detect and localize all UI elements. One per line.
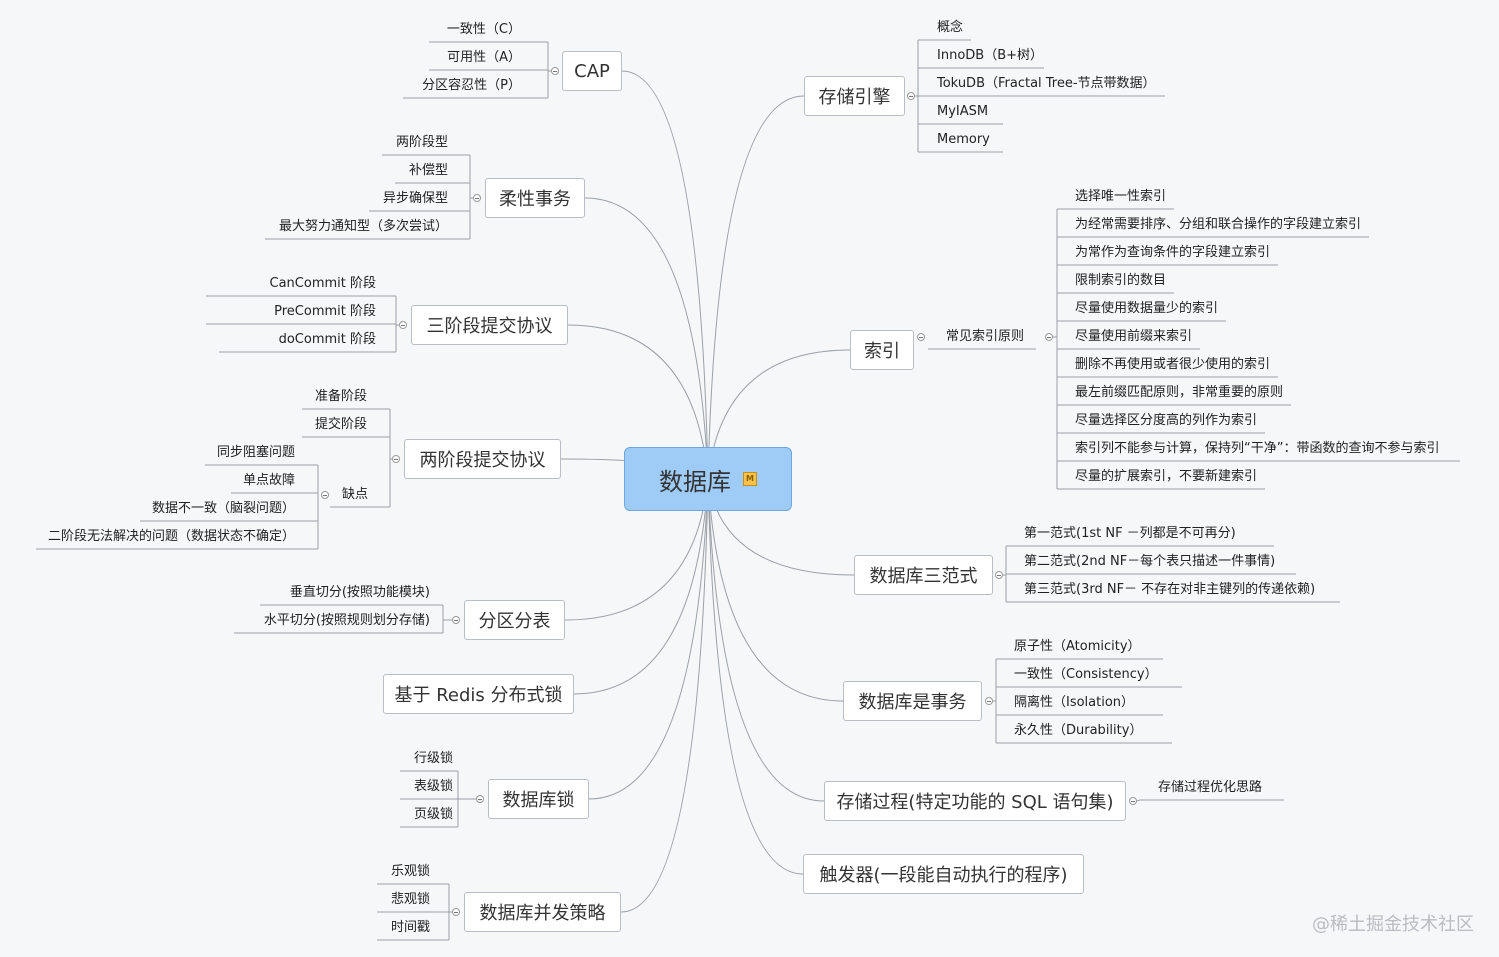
collapse-toggle-concurrency[interactable] (452, 908, 460, 916)
db-lock-item[interactable]: 行级锁 (413, 751, 453, 766)
topic-flex[interactable]: 柔性事务 (485, 178, 585, 218)
concurrency-item[interactable]: 悲观锁 (390, 892, 430, 907)
index-rule[interactable]: 为常作为查询条件的字段建立索引 (1075, 245, 1271, 260)
index-rule[interactable]: 尽量使用前缀来索引 (1075, 329, 1193, 344)
db-lock-item[interactable]: 页级锁 (413, 807, 453, 822)
cap-item[interactable]: 一致性（C） (446, 22, 521, 37)
topic-procedure[interactable]: 存储过程(特定功能的 SQL 语句集) (824, 781, 1126, 821)
storage-item[interactable]: TokuDB（Fractal Tree-节点带数据） (937, 76, 1156, 91)
topic-cap[interactable]: CAP (562, 51, 622, 91)
transaction-item[interactable]: 原子性（Atomicity） (1014, 639, 1141, 654)
branch-curve (707, 95, 805, 480)
watermark: @稀土掘金技术社区 (1312, 914, 1474, 935)
flex-item[interactable]: 异步确保型 (382, 191, 448, 206)
collapse-toggle-normal-forms[interactable] (995, 571, 1003, 579)
topic-transaction[interactable]: 数据库是事务 (843, 681, 982, 721)
branch-curve (707, 478, 825, 802)
topic-three-phase[interactable]: 三阶段提交协议 (411, 305, 568, 345)
index-rule[interactable]: 限制索引的数目 (1075, 273, 1167, 288)
index-rule[interactable]: 最左前缀匹配原则，非常重要的原则 (1075, 385, 1284, 400)
index-rule[interactable]: 为经常需要排序、分组和联合操作的字段建立索引 (1075, 217, 1362, 232)
index-rule[interactable]: 选择唯一性索引 (1075, 189, 1167, 204)
topic-normal-forms[interactable]: 数据库三范式 (854, 555, 993, 595)
collapse-toggle-storage[interactable] (907, 92, 915, 100)
three-phase-item[interactable]: CanCommit 阶段 (269, 276, 376, 291)
topic-concurrency[interactable]: 数据库并发策略 (464, 892, 621, 932)
index-sub-label[interactable]: 常见索引原则 (946, 329, 1025, 344)
topic-two-phase[interactable]: 两阶段提交协议 (404, 439, 561, 479)
branch-curve (707, 478, 844, 702)
collapse-toggle-two-phase[interactable] (392, 455, 400, 463)
storage-item[interactable]: 概念 (937, 20, 964, 35)
flex-item[interactable]: 最大努力通知型（多次尝试） (278, 219, 448, 234)
collapse-toggle-three-phase[interactable] (399, 321, 407, 329)
collapse-toggle-db-lock[interactable] (476, 795, 484, 803)
topic-trigger[interactable]: 触发器(一段能自动执行的程序) (803, 854, 1084, 894)
two-phase-item[interactable]: 准备阶段 (314, 389, 367, 404)
collapse-toggle-partition[interactable] (452, 616, 460, 624)
bracket-link (1136, 799, 1141, 802)
topic-index[interactable]: 索引 (850, 330, 914, 370)
collapse-toggle-flex[interactable] (473, 194, 481, 202)
branch-curve (567, 324, 709, 480)
defect-item[interactable]: 单点故障 (242, 473, 295, 488)
two-phase-item[interactable]: 提交阶段 (314, 417, 367, 432)
two-phase-sub-label[interactable]: 缺点 (341, 487, 368, 502)
storage-item[interactable]: InnoDB（B+树） (937, 48, 1044, 63)
normal-forms-item[interactable]: 第三范式(3rd NF－ 不存在对非主键列的传递依赖) (1024, 582, 1316, 597)
transaction-item[interactable]: 隔离性（Isolation） (1014, 695, 1135, 710)
index-rule[interactable]: 尽量的扩展索引，不要新建索引 (1075, 469, 1258, 484)
defect-item[interactable]: 同步阻塞问题 (216, 445, 295, 460)
flex-item[interactable]: 两阶段型 (395, 135, 448, 150)
branch-curve (588, 478, 709, 800)
topic-partition[interactable]: 分区分表 (464, 600, 565, 640)
collapse-toggle-cap[interactable] (551, 67, 559, 75)
procedure-item[interactable]: 存储过程优化思路 (1158, 780, 1263, 795)
index-rule[interactable]: 索引列不能参与计算，保持列“干净”：带函数的查询不参与索引 (1075, 441, 1440, 456)
partition-item[interactable]: 水平切分(按照规则划分存储) (263, 613, 430, 628)
collapse-toggle-defect[interactable] (321, 491, 329, 499)
collapse-toggle-transaction[interactable] (985, 697, 993, 705)
three-phase-item[interactable]: doCommit 阶段 (278, 332, 376, 347)
branch-curve (564, 478, 709, 621)
marker-icon: M (743, 472, 757, 486)
branch-curve (621, 70, 709, 480)
concurrency-item[interactable]: 时间戳 (390, 920, 430, 935)
transaction-item[interactable]: 一致性（Consistency） (1014, 667, 1158, 682)
collapse-toggle-procedure[interactable] (1129, 797, 1137, 805)
concurrency-item[interactable]: 乐观锁 (390, 864, 430, 879)
topic-redis[interactable]: 基于 Redis 分布式锁 (383, 674, 574, 714)
defect-item[interactable]: 二阶段无法解决的问题（数据状态不确定） (47, 529, 295, 544)
index-rule[interactable]: 尽量使用数据量少的索引 (1075, 301, 1219, 316)
branch-curve (573, 478, 709, 695)
cap-item[interactable]: 可用性（A） (447, 50, 521, 65)
storage-item[interactable]: Memory (937, 132, 990, 147)
branch-curve (584, 197, 709, 480)
index-rule[interactable]: 尽量选择区分度高的列作为索引 (1075, 413, 1258, 428)
branch-curve (620, 478, 709, 913)
flex-item[interactable]: 补偿型 (408, 163, 448, 178)
root-topic[interactable]: 数据库 M (624, 447, 792, 511)
normal-forms-item[interactable]: 第二范式(2nd NF－每个表只描述一件事情) (1024, 554, 1276, 569)
topic-storage[interactable]: 存储引擎 (804, 76, 905, 116)
index-rule[interactable]: 删除不再使用或者很少使用的索引 (1075, 357, 1271, 372)
partition-item[interactable]: 垂直切分(按照功能模块) (289, 585, 430, 600)
collapse-toggle-index-rules[interactable] (1045, 333, 1053, 341)
collapse-toggle-index[interactable] (917, 333, 925, 341)
topic-db-lock[interactable]: 数据库锁 (488, 779, 589, 819)
root-label: 数据库 (659, 467, 731, 496)
three-phase-item[interactable]: PreCommit 阶段 (274, 304, 376, 319)
transaction-item[interactable]: 永久性（Durability） (1014, 723, 1143, 738)
normal-forms-item[interactable]: 第一范式(1st NF －列都是不可再分) (1024, 526, 1236, 541)
db-lock-item[interactable]: 表级锁 (413, 779, 453, 794)
storage-item[interactable]: MyIASM (937, 104, 989, 119)
cap-item[interactable]: 分区容忍性（P） (422, 78, 521, 93)
branch-curve (707, 478, 804, 875)
defect-item[interactable]: 数据不一致（脑裂问题） (151, 501, 295, 516)
